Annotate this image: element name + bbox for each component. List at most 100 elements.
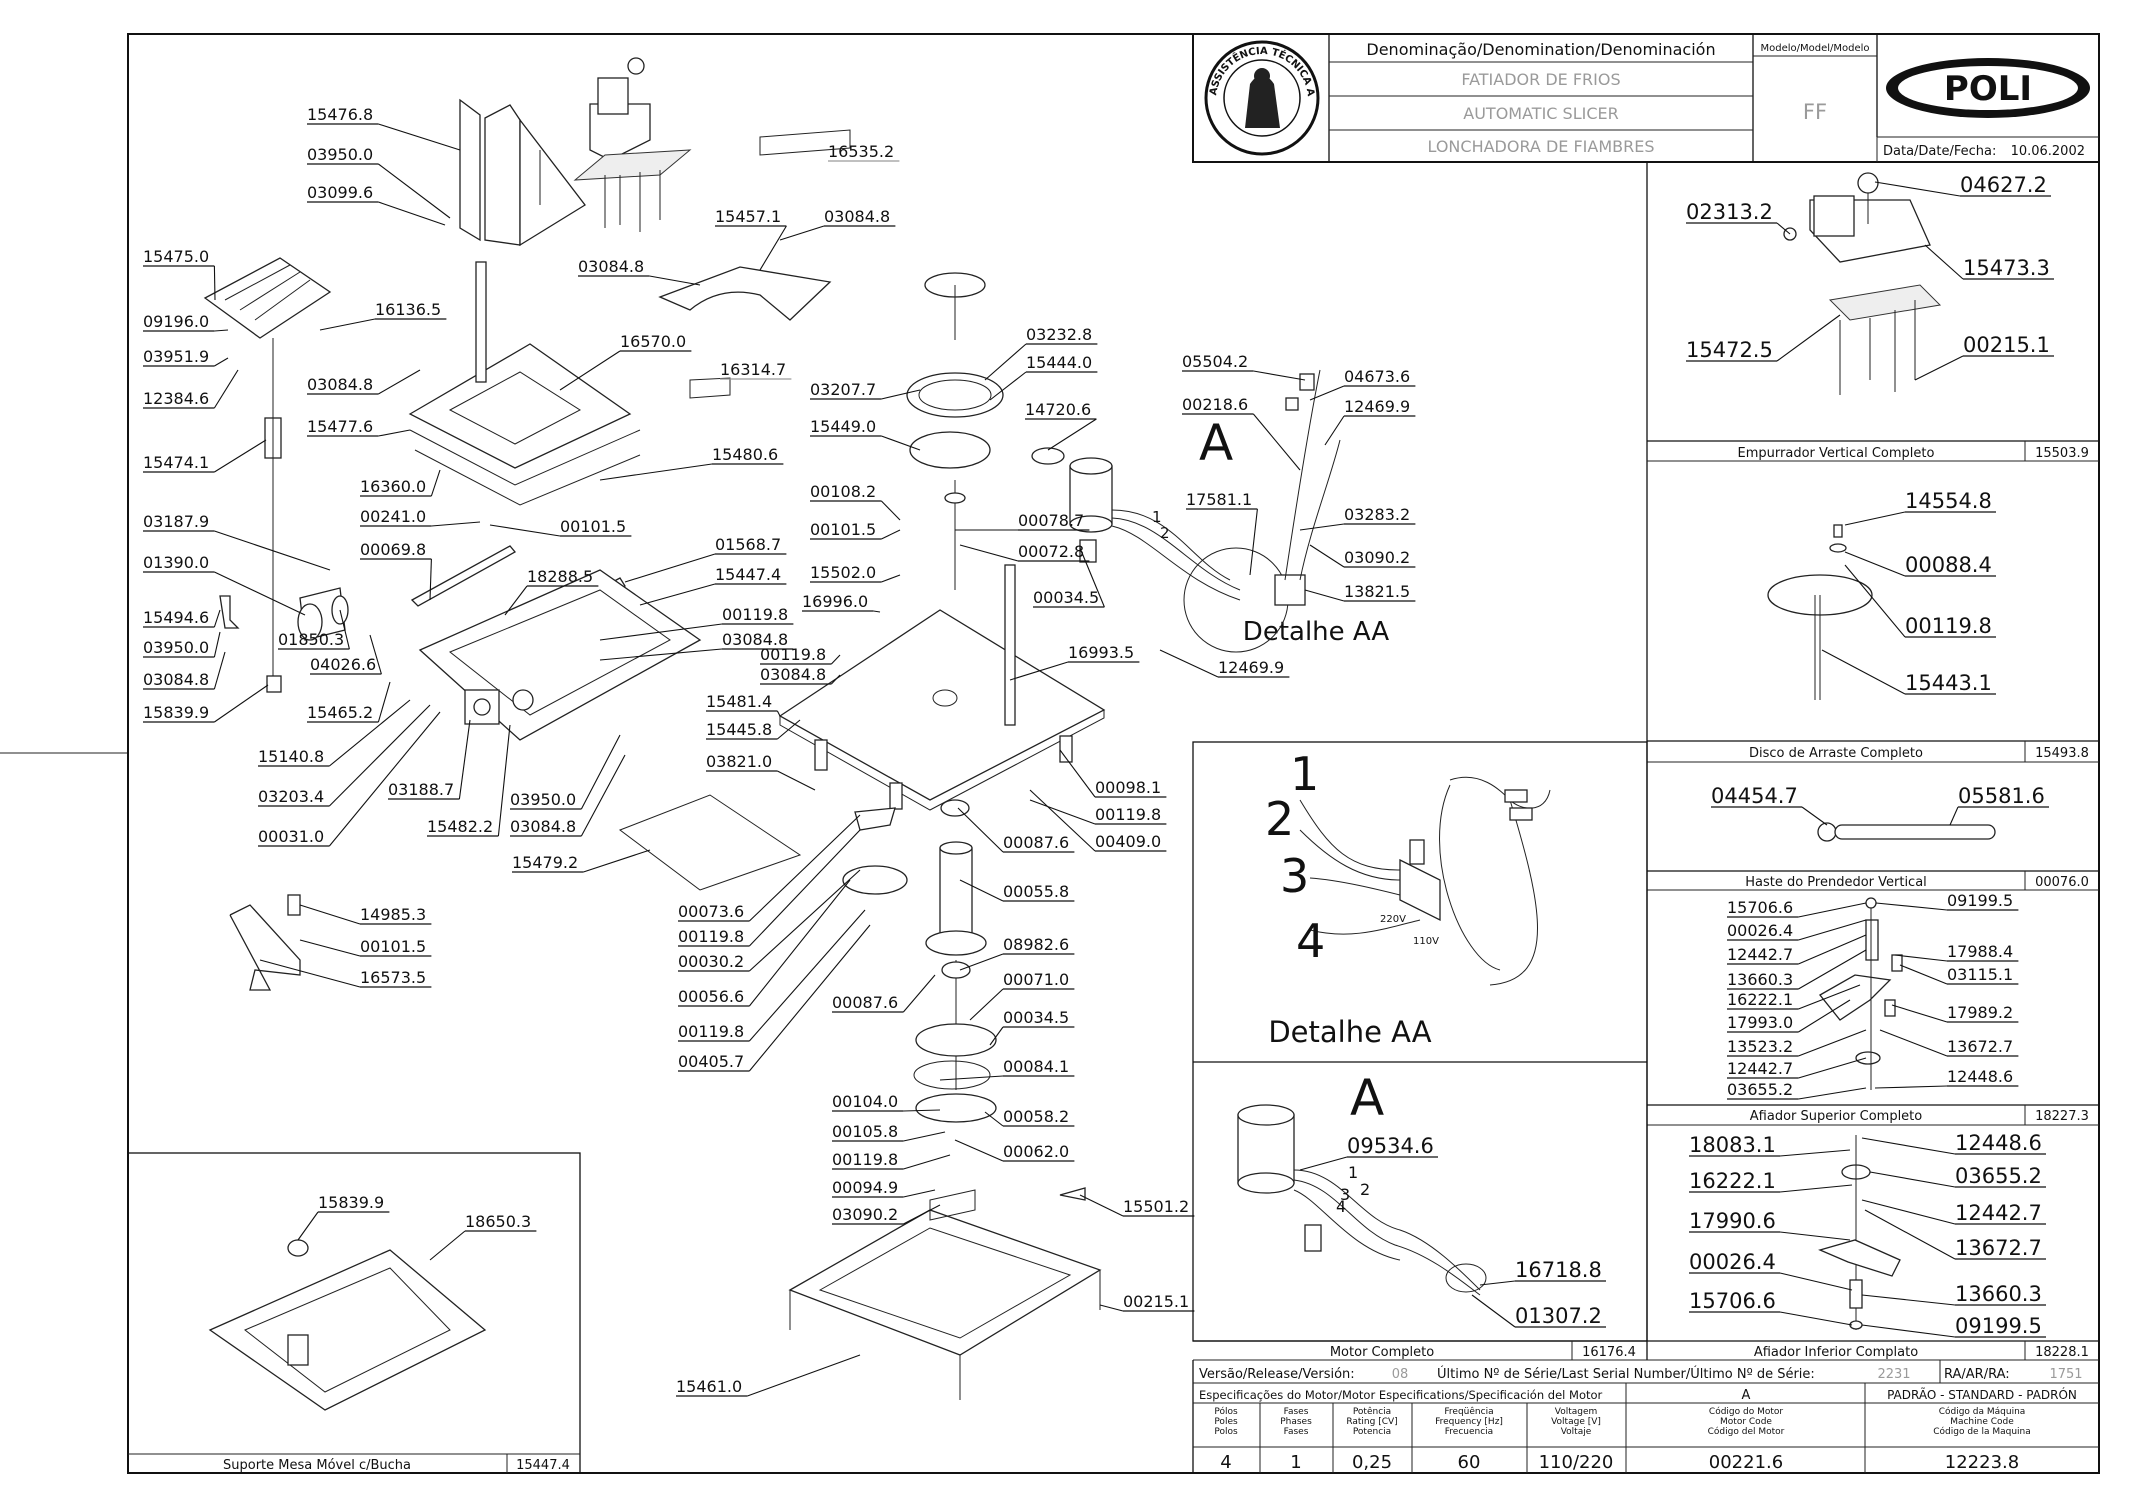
part-label-l00055_8: 00055.8 — [1003, 882, 1069, 901]
part-label-r18083_1: 18083.1 — [1689, 1133, 1776, 1157]
leader-line — [957, 807, 1004, 853]
spec-header-cell: Voltage [V] — [1551, 1417, 1601, 1427]
leader-line — [339, 609, 350, 650]
leader-line — [903, 1131, 946, 1142]
part-label-l00071_0: 00071.0 — [1003, 970, 1069, 989]
section-title-haste: Haste do Prendedor Vertical — [1745, 875, 1927, 890]
part-label-l03084_8e: 03084.8 — [760, 665, 826, 684]
leader-line — [749, 814, 861, 922]
leader-line — [431, 521, 481, 527]
section-title-suporte: Suporte Mesa Móvel c/Bucha — [223, 1458, 411, 1473]
part-label-l03090_2b: 03090.2 — [1344, 548, 1410, 567]
part-label-r17993_0: 17993.0 — [1727, 1013, 1793, 1032]
part-label-r12448_6b: 12448.6 — [1955, 1131, 2042, 1155]
leader-line — [748, 909, 866, 1042]
part-label-l03084_8d: 03084.8 — [722, 630, 788, 649]
spec-header-cell: Fases — [1284, 1427, 1309, 1437]
part-label-l12469_9a: 12469.9 — [1344, 397, 1410, 416]
version-label: Versão/Release/Versión: — [1199, 1367, 1355, 1382]
part-label-l00062_0: 00062.0 — [1003, 1142, 1069, 1161]
blade-disc — [906, 272, 1004, 590]
leader-line — [873, 610, 881, 613]
part-label-l03283_2: 03283.2 — [1344, 505, 1410, 524]
leader-line — [430, 469, 441, 497]
leader-line — [1844, 511, 1906, 526]
leader-line — [297, 1211, 319, 1241]
part-label-l00119_8e: 00119.8 — [678, 1022, 744, 1041]
leader-line — [1029, 789, 1096, 852]
spec-header-cell: Freqüência — [1444, 1406, 1493, 1417]
spec-header-cell: Polos — [1214, 1427, 1238, 1437]
spec-header-cell: Código del Motor — [1708, 1426, 1785, 1437]
part-label-m16718_8: 16718.8 — [1515, 1258, 1602, 1282]
part-label-l03950_0b: 03950.0 — [143, 638, 209, 657]
part-label-l01568_7: 01568.7 — [715, 535, 781, 554]
leader-line — [599, 463, 713, 481]
spec-header-cell: Rating [CV] — [1346, 1417, 1397, 1427]
part-label-l14985_3: 14985.3 — [360, 905, 426, 924]
part-label-r15706_6b: 15706.6 — [1689, 1289, 1776, 1313]
leader-line — [959, 879, 1004, 902]
leader-line — [583, 849, 651, 873]
section-titles: Empurrador Vertical Completo 15503.9 Dis… — [223, 414, 2089, 1473]
leader-line — [831, 674, 841, 685]
part-label-l00215_1a: 00215.1 — [1123, 1292, 1189, 1311]
gear-00056 — [842, 807, 908, 895]
name-pt: FATIADOR DE FRIOS — [1461, 70, 1620, 89]
wire-number-motor: 3 — [1340, 1185, 1350, 1204]
date-label: Data/Date/Fecha: — [1883, 144, 1996, 159]
leader-line — [214, 439, 267, 473]
part-label-l00084_1: 00084.1 — [1003, 1057, 1069, 1076]
part-label-l15445_8: 15445.8 — [706, 720, 772, 739]
part-label-r13672_7b: 13672.7 — [1955, 1236, 2042, 1260]
part-label-l00119_8b: 00119.8 — [760, 645, 826, 664]
part-label-l00101_5a: 00101.5 — [560, 517, 626, 536]
part-label-r15472_5: 15472.5 — [1686, 338, 1773, 362]
part-label-l15477_6: 15477.6 — [307, 417, 373, 436]
part-label-l00108_2: 00108.2 — [810, 482, 876, 501]
part-label-l14720_6: 14720.6 — [1025, 400, 1091, 419]
leader-line — [1047, 418, 1097, 451]
leader-line — [378, 201, 446, 226]
leader-line — [902, 974, 936, 1013]
leader-line — [1874, 1085, 1948, 1089]
sharpener-upper-detail — [1819, 897, 1903, 1090]
part-label-l15476_8: 15476.8 — [307, 105, 373, 124]
leader-line — [624, 553, 716, 583]
wire-number-motor: 1 — [1348, 1163, 1358, 1182]
detail-marker-a-motor: A — [1350, 1069, 1384, 1127]
leader-line — [747, 1354, 861, 1397]
leader-line — [939, 1075, 1004, 1081]
tray-15475 — [203, 257, 332, 339]
side-wall-15476 — [459, 98, 586, 247]
leader-line — [213, 369, 239, 409]
leader-line — [378, 123, 461, 151]
standard-label: PADRÃO - STANDARD - PADRÓN — [1887, 1387, 2077, 1402]
part-label-l00034_5b: 00034.5 — [1003, 1008, 1069, 1027]
leader-line — [1779, 1311, 1853, 1326]
part-label-l03084_8g: 03084.8 — [510, 817, 576, 836]
part-label-l18288_5: 18288.5 — [527, 567, 593, 586]
leader-line — [1253, 370, 1306, 381]
part-label-l15449_0: 15449.0 — [810, 417, 876, 436]
leader-line — [1779, 1184, 1853, 1193]
part-label-l15461_0: 15461.0 — [676, 1377, 742, 1396]
leader-line — [299, 904, 361, 925]
leader-line — [489, 524, 561, 537]
part-label-r00215_1: 00215.1 — [1963, 333, 2050, 357]
part-label-r13660_3a: 13660.3 — [1727, 970, 1793, 989]
detail-title-main: Detalhe AA — [1243, 617, 1390, 647]
wire-number-motor: 4 — [1336, 1197, 1346, 1216]
leader-line — [969, 988, 1004, 1021]
part-label-l00119_8f: 00119.8 — [832, 1150, 898, 1169]
part-label-r17990_6: 17990.6 — [1689, 1209, 1776, 1233]
drawing-frame — [0, 33, 2100, 1474]
leader-line — [299, 939, 361, 957]
leader-line — [497, 724, 511, 837]
part-label-l15502_0: 15502.0 — [810, 563, 876, 582]
leader-lines — [143, 123, 2054, 1397]
leader-line — [1894, 954, 1948, 962]
part-label-l16996_0: 16996.0 — [802, 592, 868, 611]
part-label-l12384_6: 12384.6 — [143, 389, 209, 408]
leader-line — [1861, 1137, 1956, 1155]
